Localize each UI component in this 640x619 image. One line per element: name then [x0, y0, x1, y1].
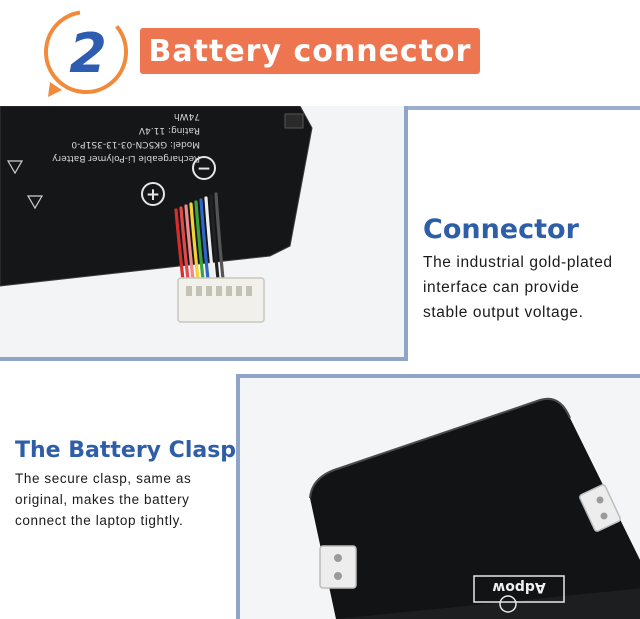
description-line: The secure clasp, same as	[15, 471, 192, 486]
connector-photo: Rechargeable Li-Polymer Battery Model: G…	[0, 106, 408, 361]
battery-label-line: Model: GK5CN-03-13-3S1P-0	[71, 139, 200, 149]
step-number: 2	[69, 22, 107, 85]
battery-clasp-illustration: Adpow	[240, 378, 640, 619]
plus-terminal-icon	[141, 182, 165, 206]
header: 2 Battery connector	[0, 0, 640, 106]
description-line: The industrial gold-plated	[423, 254, 613, 271]
description-line: interface can provide	[423, 279, 580, 296]
description-line: connect the laptop tightly.	[15, 513, 184, 528]
battery-label-line: Rating: 11.4V	[138, 125, 200, 135]
plus-symbol: +	[146, 185, 160, 205]
clasp-photo: Adpow	[236, 374, 640, 619]
connector-plug	[177, 277, 265, 323]
battery-connector-illustration: Rechargeable Li-Polymer Battery Model: G…	[0, 106, 404, 357]
title-banner: Battery connector	[140, 28, 480, 74]
battery-label-line: Rechargeable Li-Polymer Battery	[51, 153, 200, 163]
stamp-text: Adpow	[492, 579, 545, 595]
warning-icon	[6, 160, 24, 175]
connector-description: The industrial gold-plated interface can…	[423, 250, 613, 325]
clasp-tab	[579, 484, 621, 532]
description-line: stable output voltage.	[423, 304, 584, 321]
minus-symbol: −	[197, 159, 211, 179]
page-title: Battery connector	[148, 33, 472, 69]
brand-stamp: Adpow	[473, 575, 565, 603]
clasp-heading: The Battery Clasp	[15, 438, 237, 463]
clasp-description: The secure clasp, same as original, make…	[15, 468, 191, 531]
warning-icon	[26, 195, 44, 210]
connector-heading: Connector	[423, 214, 579, 245]
battery-label-line: 74Wh	[174, 111, 200, 121]
clasp-tab	[319, 545, 357, 589]
description-line: original, makes the battery	[15, 492, 190, 507]
minus-terminal-icon	[192, 156, 216, 180]
step-number-badge: 2	[44, 10, 128, 97]
